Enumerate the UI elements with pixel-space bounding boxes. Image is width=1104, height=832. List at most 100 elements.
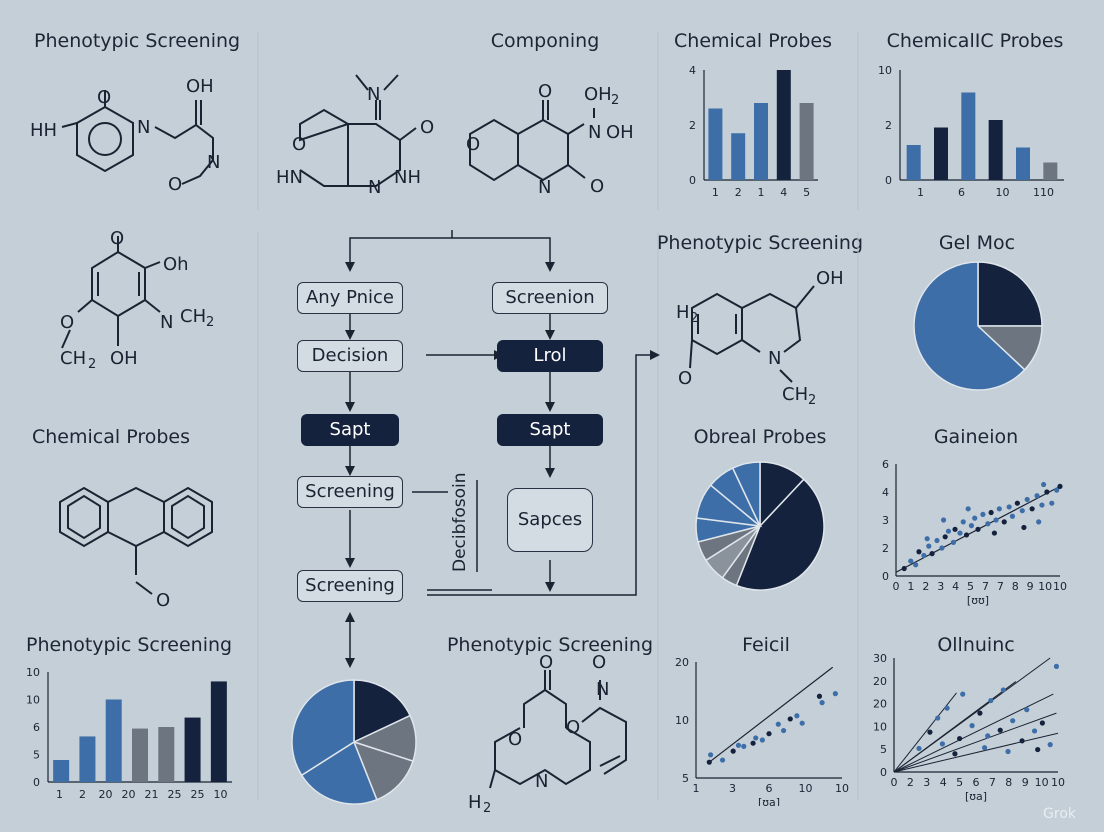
- data-point: [1039, 720, 1045, 726]
- x-tick-label: 2: [79, 788, 86, 801]
- pie-chart-bottom: [291, 679, 417, 805]
- data-point: [1006, 504, 1012, 510]
- data-point: [1009, 513, 1016, 519]
- x-tick-label: 10: [799, 782, 813, 795]
- atom-label: OH: [816, 268, 844, 289]
- molecule-1-labels: O OH HH N N O: [30, 76, 220, 195]
- data-point: [1047, 742, 1053, 748]
- x-tick-label: 1: [56, 788, 63, 801]
- atom-label: Oh: [163, 254, 189, 275]
- data-point: [832, 691, 838, 697]
- y-tick-label: 5: [880, 743, 887, 756]
- data-point: [1019, 738, 1025, 744]
- x-tick-label: 2: [735, 186, 742, 199]
- data-point: [952, 526, 958, 532]
- data-point: [781, 727, 787, 734]
- y-tick-label: 10: [26, 666, 40, 679]
- y-tick-label: 10: [26, 694, 40, 707]
- watermark: Grok: [1043, 806, 1076, 822]
- data-point: [1041, 481, 1047, 488]
- data-point: [1035, 746, 1041, 753]
- x-tick-label: 9: [1022, 776, 1029, 789]
- molecule-6-labels: H 2 OH O N CH 2: [676, 268, 844, 408]
- atom-label: N: [368, 177, 381, 198]
- data-point: [1036, 519, 1042, 525]
- data-point: [719, 757, 726, 763]
- data-point: [921, 552, 927, 559]
- bar: [1043, 162, 1058, 180]
- x-tick-label: 10: [835, 782, 849, 795]
- x-tick-label: 5: [967, 580, 974, 593]
- molecule-2-labels: N O O HN N NH: [276, 84, 434, 198]
- atom-label: O: [508, 729, 522, 750]
- bar: [754, 103, 768, 180]
- chart1-title: Chemical Probes: [674, 30, 832, 52]
- data-point: [957, 735, 963, 742]
- x-tick-label: 7: [997, 580, 1004, 593]
- y-tick-label: 2: [885, 119, 892, 132]
- data-point: [1024, 707, 1030, 713]
- y-tick-label: 0: [885, 174, 892, 187]
- data-point: [753, 735, 759, 741]
- x-tick-label: 25: [191, 788, 205, 801]
- bar: [132, 728, 148, 782]
- right-mid-title: Phenotypic Screening: [656, 232, 864, 254]
- data-point: [1053, 663, 1060, 669]
- data-point: [972, 515, 978, 521]
- x-tick-label: 3: [923, 776, 930, 789]
- data-point: [816, 693, 823, 699]
- bar: [105, 699, 122, 782]
- tc-title: Componing: [490, 30, 600, 52]
- molecule-1: [61, 90, 214, 185]
- atom-label: O: [466, 134, 480, 155]
- trend-line: [893, 712, 1057, 773]
- data-point: [985, 733, 991, 739]
- x-tick-label: 3: [729, 782, 736, 795]
- x-tick-label: 10: [1051, 776, 1065, 789]
- y-tick-label: 4: [689, 64, 696, 77]
- x-axis-label: [ʊʊ]: [967, 594, 989, 607]
- x-tick-label: 4: [940, 776, 947, 789]
- y-tick-label: 4: [882, 486, 889, 499]
- x-tick-label: 10: [1035, 776, 1049, 789]
- scatter1-title: Gaineion: [933, 426, 1019, 448]
- x-tick-label: 10: [996, 186, 1010, 199]
- atom-label: O: [678, 368, 692, 389]
- atom-label: NH: [394, 167, 421, 188]
- mid-left-title: Chemical Probes: [32, 426, 190, 448]
- data-point: [1000, 687, 1006, 693]
- pie-slice: [731, 461, 761, 527]
- x-tick-label: 1: [693, 782, 700, 795]
- x-tick-label: 20: [99, 788, 113, 801]
- data-point: [965, 506, 971, 512]
- data-point: [968, 523, 975, 529]
- atom-label: 2: [808, 393, 816, 408]
- panel-dividers: [257, 32, 859, 800]
- pie1-title: Gel Moc: [938, 232, 1016, 254]
- atom-label: O: [590, 176, 604, 197]
- data-point: [1057, 483, 1063, 489]
- data-point: [924, 536, 930, 542]
- data-point: [913, 562, 919, 568]
- atom-label: CH: [60, 348, 86, 369]
- y-tick-label: 10: [675, 714, 689, 727]
- molecule-6: [689, 285, 815, 383]
- data-point: [963, 532, 970, 538]
- data-point: [1044, 489, 1050, 495]
- x-tick-label: 110: [1033, 186, 1054, 199]
- data-point: [735, 742, 742, 748]
- bar: [708, 108, 723, 180]
- atom-label: N: [588, 122, 601, 143]
- x-tick-label: 1: [917, 186, 924, 199]
- x-tick-label: 8: [1012, 580, 1019, 593]
- trend-line: [893, 693, 1054, 773]
- bar: [210, 681, 227, 782]
- data-point: [1005, 748, 1011, 755]
- atom-label: N: [768, 348, 781, 369]
- y-tick-label: 10: [873, 720, 887, 733]
- x-tick-label: 20: [122, 788, 136, 801]
- bar: [934, 127, 948, 180]
- atom-label: N: [207, 152, 220, 173]
